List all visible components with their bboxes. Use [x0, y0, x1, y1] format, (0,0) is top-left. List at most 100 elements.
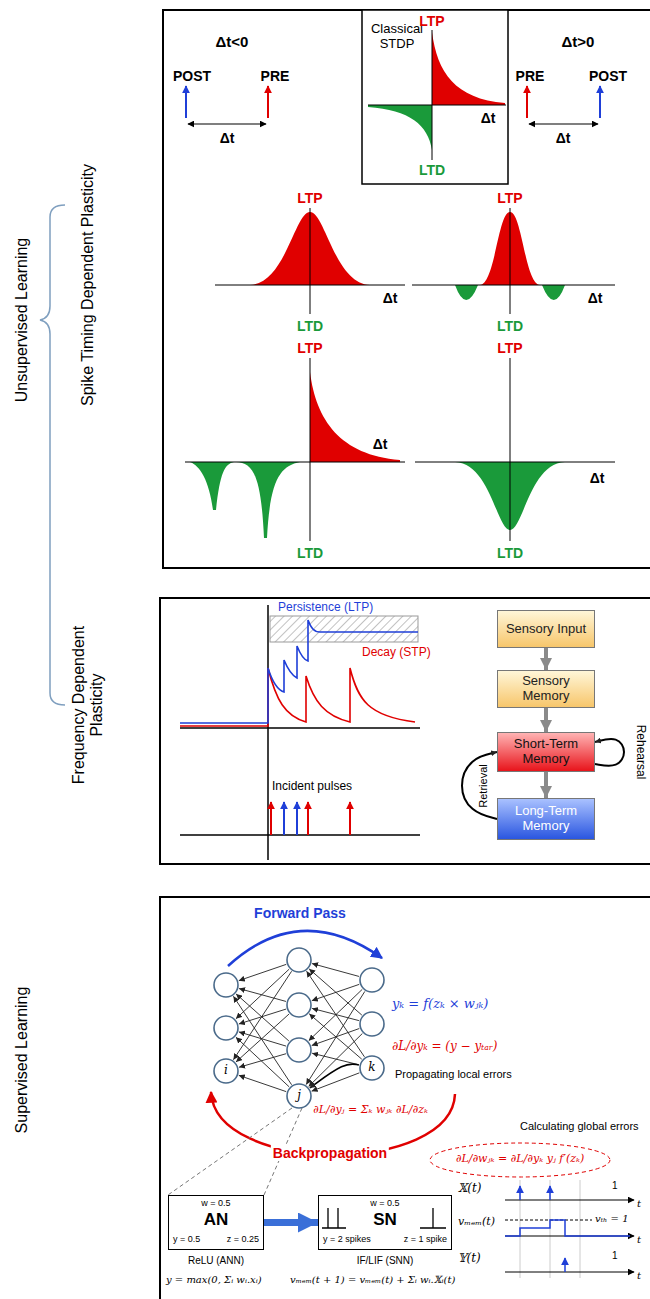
memory-box: Sensory Input — [497, 610, 595, 648]
formula: t — [637, 1270, 641, 1282]
plot-label: Backpropagation — [271, 1145, 389, 1161]
axis — [510, 358, 511, 541]
connector — [312, 964, 359, 977]
neuron-circle — [286, 1037, 312, 1063]
circle-outline — [360, 968, 384, 992]
circle-outline — [360, 1056, 384, 1080]
plot-label: Δt — [556, 130, 571, 146]
circle-outline — [214, 1059, 238, 1083]
formula: vₘₑₘ(t) — [458, 1216, 495, 1229]
box-text: Short-Term Memory — [502, 737, 590, 767]
threshold-line — [505, 1220, 592, 1221]
neuron-text: y = 0.5 — [173, 1234, 200, 1244]
connector — [310, 1064, 359, 1088]
circle-outline — [214, 973, 238, 997]
formula: vₘₑₘ(t + 1) = vₘₑₘ(t) + Σᵢ wᵢ.𝕏ᵢ(t) — [290, 1274, 455, 1286]
circle-outline — [286, 1037, 312, 1063]
plot-label: POST — [173, 68, 211, 84]
neuron-text: SN — [373, 1210, 397, 1230]
circle-outline — [286, 947, 312, 973]
plot-label: LTD — [419, 162, 445, 178]
plot-label: Δt<0 — [216, 33, 249, 50]
plot-label: PRE — [261, 68, 290, 84]
pre-spike — [526, 86, 528, 118]
connector — [233, 971, 291, 1059]
connector — [312, 1053, 359, 1065]
connector — [307, 971, 365, 1057]
plot-label: Forward Pass — [254, 905, 346, 921]
memory-box: Sensory Memory — [497, 670, 595, 708]
plot-label: Calculating global errors — [520, 1120, 639, 1133]
neuron-circle: k — [359, 1055, 385, 1081]
box-text: Sensory Input — [506, 622, 586, 637]
curly-brace — [40, 205, 65, 705]
circle-outline — [287, 993, 311, 1017]
connector — [595, 739, 624, 766]
plot-label: Incident pulses — [272, 780, 352, 794]
axis — [310, 358, 311, 541]
plot-label: LTP — [297, 190, 322, 206]
circle-outline — [286, 992, 312, 1018]
plot-label: LTP — [297, 340, 322, 356]
plot-label: Δt — [220, 130, 235, 146]
axis — [267, 605, 269, 860]
circle-outline — [360, 1012, 384, 1036]
formula: y = max(0, Σᵢ wᵢ.xᵢ) — [166, 1274, 262, 1286]
axis — [510, 208, 511, 314]
post-spike — [599, 86, 601, 118]
neuron-circle — [286, 947, 312, 973]
plot-label: IF/LIF (SNN) — [357, 1255, 414, 1267]
persistence-trace — [180, 620, 418, 723]
interval-arrow — [529, 123, 598, 124]
circle-outline — [359, 967, 385, 993]
pulse — [307, 802, 309, 835]
neuron-text: w = 0.5 — [370, 1198, 399, 1208]
neuron-text: y = 2 spikes — [323, 1234, 371, 1244]
plot-label: 1 — [612, 1180, 618, 1192]
plot-label: POST — [589, 68, 627, 84]
neuron-text: z = 0.25 — [227, 1234, 259, 1244]
persistence-band — [270, 616, 418, 642]
plot-label: LTD — [497, 545, 523, 561]
plot-label: Propagating local errors — [395, 1068, 512, 1081]
plot-label: LTP — [419, 13, 444, 29]
frequency-panel — [160, 598, 650, 864]
neuron-circle: i — [213, 1058, 239, 1084]
circle-outline — [213, 972, 239, 998]
axis — [415, 462, 615, 463]
axis — [180, 727, 420, 729]
connector — [544, 648, 548, 670]
connector — [309, 1014, 362, 1059]
formula: t — [637, 1198, 641, 1210]
connector — [239, 1032, 286, 1046]
plot-label: Δt>0 — [562, 33, 595, 50]
plot-label: Classical STDP — [367, 22, 427, 52]
output-spike — [564, 1258, 566, 1272]
input-spike — [549, 1186, 551, 1200]
edge-label: Rehearsal — [633, 725, 647, 780]
connector — [239, 1075, 286, 1091]
memory-box: Short-Term Memory — [497, 732, 595, 772]
connector — [239, 989, 286, 1002]
plot-label: PRE — [516, 68, 545, 84]
neuron-circle — [359, 967, 385, 993]
circle-outline — [287, 948, 311, 972]
time-grid — [520, 1180, 580, 1278]
circle-outline — [214, 1016, 238, 1040]
neuron-circle — [213, 972, 239, 998]
plot-label: Δt — [588, 290, 603, 306]
box-text: Sensory Memory — [502, 674, 590, 704]
input-spike — [519, 1186, 521, 1200]
plot-label: Δt — [590, 470, 605, 486]
node-letter: j — [297, 1089, 301, 1103]
time-axis — [505, 1272, 634, 1273]
node-letter: k — [368, 1061, 375, 1075]
circle-outline — [213, 1015, 239, 1041]
axis — [432, 30, 433, 160]
section-title: Unsupervised Learning — [13, 238, 31, 403]
axis — [412, 285, 615, 286]
interval-arrow — [188, 123, 266, 124]
supervised-panel — [160, 897, 650, 1299]
section-title: Supervised Learning — [13, 987, 31, 1134]
